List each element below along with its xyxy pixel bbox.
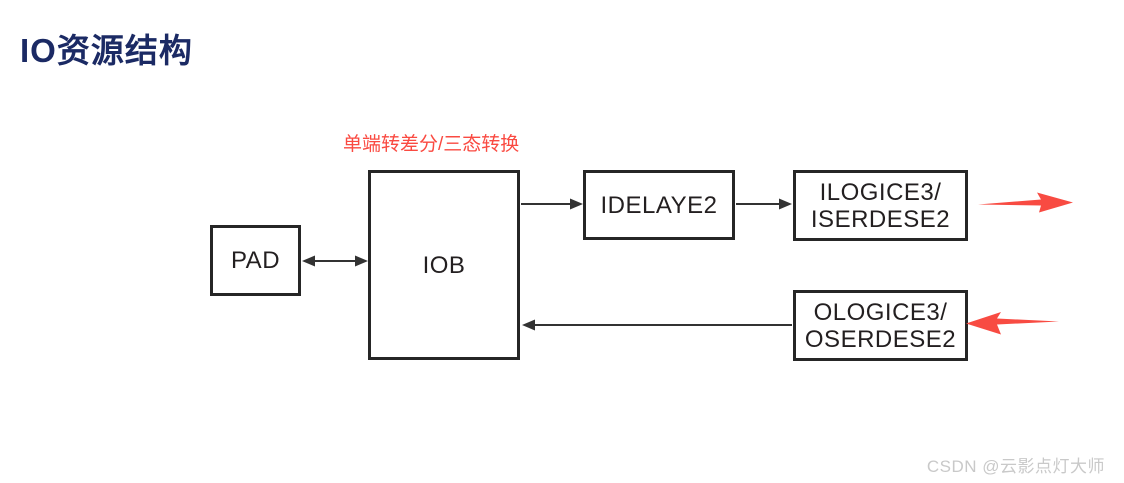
page-title: IO资源结构	[20, 32, 193, 69]
annotation-single-to-diff: 单端转差分/三态转换	[343, 134, 520, 155]
node-ologice3-oserdese2: OLOGICE3/ OSERDESE2	[793, 290, 968, 361]
watermark: CSDN @云影点灯大师	[926, 457, 1105, 476]
arrowhead-left-icon	[302, 255, 315, 267]
node-pad: PAD	[210, 225, 301, 296]
node-ologice3-label-line1: OLOGICE3/	[813, 298, 948, 326]
arrow-idelaye2-ilogice3	[736, 198, 792, 210]
arrowhead-right-icon	[570, 198, 583, 210]
node-idelaye2: IDELAYE2	[583, 170, 735, 240]
node-pad-label: PAD	[230, 247, 281, 274]
arrowhead-right-icon	[355, 255, 368, 267]
arrowhead-left-icon	[522, 319, 535, 331]
node-idelaye2-label: IDELAYE2	[600, 191, 718, 219]
arrow-pad-iob-bidirectional	[302, 255, 368, 267]
node-iob-label: IOB	[422, 251, 466, 279]
node-ilogice3-iserdese2: ILOGICE3/ ISERDESE2	[793, 170, 968, 241]
node-iob: IOB	[368, 170, 520, 360]
arrowhead-right-icon	[779, 198, 792, 210]
red-arrow-right-icon	[978, 192, 1073, 213]
arrow-ologice3-iob	[522, 319, 792, 331]
node-ilogice3-label-line1: ILOGICE3/	[819, 178, 942, 206]
node-ilogice3-label-line2: ISERDESE2	[810, 205, 951, 233]
red-arrow-left-icon	[966, 312, 1059, 335]
node-ologice3-label-line2: OSERDESE2	[804, 325, 957, 353]
arrow-iob-idelaye2	[521, 198, 583, 210]
